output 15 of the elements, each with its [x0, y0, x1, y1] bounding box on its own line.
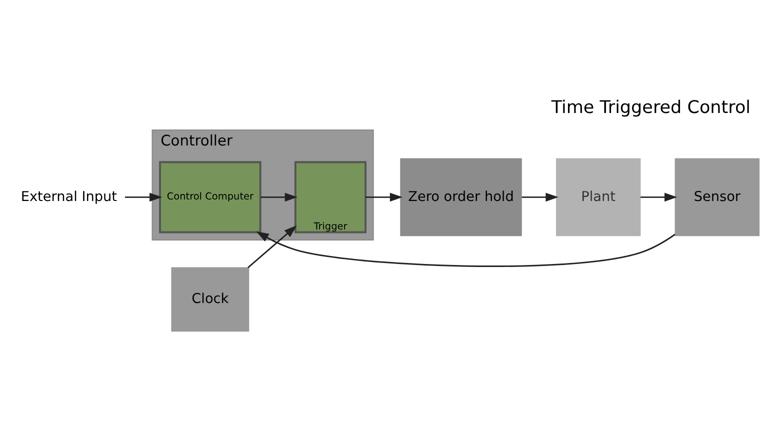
node-box: Control Computer — [159, 160, 262, 233]
node-box: Sensor — [674, 158, 760, 236]
arrow — [366, 192, 403, 202]
arrow — [256, 230, 676, 266]
arrow — [260, 192, 298, 202]
node-box: Plant — [556, 158, 641, 236]
arrow — [124, 192, 162, 202]
node-text: External Input — [20, 188, 118, 204]
arrow — [247, 224, 297, 268]
node-box: Trigger — [294, 160, 367, 233]
node-box: Zero order hold — [400, 158, 522, 236]
diagram-title: Time Triggered Control — [551, 97, 751, 118]
arrow — [640, 192, 678, 202]
node-box: Clock — [171, 266, 250, 332]
arrow — [522, 192, 558, 202]
